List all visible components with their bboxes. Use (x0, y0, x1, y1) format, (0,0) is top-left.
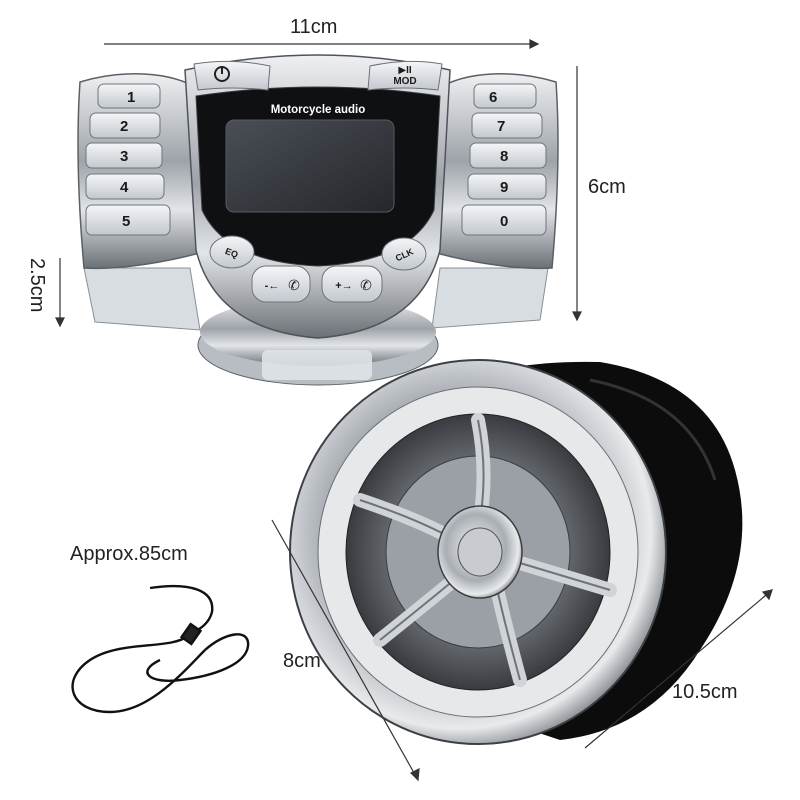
svg-text:9: 9 (500, 179, 508, 196)
height-dimension-label: 6cm (588, 176, 626, 198)
eq-button[interactable]: EQ (209, 235, 255, 269)
svg-text:3: 3 (120, 148, 128, 165)
speaker-length-label: 10.5cm (672, 681, 738, 703)
key-2[interactable]: 2 (89, 112, 161, 139)
svg-text:4: 4 (120, 179, 129, 196)
svg-text:6: 6 (489, 89, 497, 106)
control-unit: Motorcycle audio ▶II MOD 1 2 3 (77, 54, 559, 386)
svg-text:1: 1 (127, 89, 135, 106)
clock-button[interactable]: CLK (381, 237, 427, 271)
key-3[interactable]: 3 (85, 142, 163, 169)
svg-text:7: 7 (497, 118, 505, 135)
volume-up-button[interactable]: +→ ✆ (321, 265, 383, 303)
cable-length-label: Approx.85cm (70, 543, 188, 565)
phone-call-icon: ✆ (360, 277, 372, 293)
dimension-lines-unit (55, 39, 582, 328)
width-dimension-label: 11cm (290, 16, 338, 38)
svg-text:5: 5 (122, 213, 130, 230)
key-1[interactable]: 1 (97, 83, 161, 109)
speaker-diameter-label: 8cm (283, 650, 321, 672)
svg-text:2: 2 (120, 118, 128, 135)
power-button[interactable] (193, 60, 271, 91)
play-pause-label: ▶II (398, 65, 411, 76)
brand-label: Motorcycle audio (271, 104, 366, 116)
lcd-screen (225, 119, 395, 213)
volume-down-button[interactable]: -← ✆ (251, 265, 311, 303)
mode-button[interactable]: ▶II MOD (367, 60, 443, 91)
key-8[interactable]: 8 (469, 142, 547, 169)
key-9[interactable]: 9 (467, 173, 547, 200)
key-5[interactable]: 5 (85, 204, 171, 236)
key-7[interactable]: 7 (471, 112, 543, 139)
cable (71, 584, 250, 714)
svg-text:EQ: EQ (224, 246, 240, 260)
key-4[interactable]: 4 (85, 173, 165, 200)
key-0[interactable]: 0 (461, 204, 547, 236)
dimension-lines-speaker (271, 519, 773, 782)
svg-text:+→: +→ (335, 280, 352, 292)
right-keypad: 6 7 8 9 0 (461, 83, 547, 236)
svg-text:0: 0 (500, 213, 508, 230)
phone-hangup-icon: ✆ (288, 277, 300, 293)
left-keypad: 1 2 3 4 5 (85, 83, 171, 236)
svg-text:-←: -← (265, 280, 280, 292)
svg-text:8: 8 (500, 148, 508, 165)
depth-dimension-label: 2.5cm (26, 258, 48, 313)
mode-label: MOD (393, 76, 416, 87)
speaker (289, 359, 743, 745)
key-6[interactable]: 6 (473, 83, 537, 109)
